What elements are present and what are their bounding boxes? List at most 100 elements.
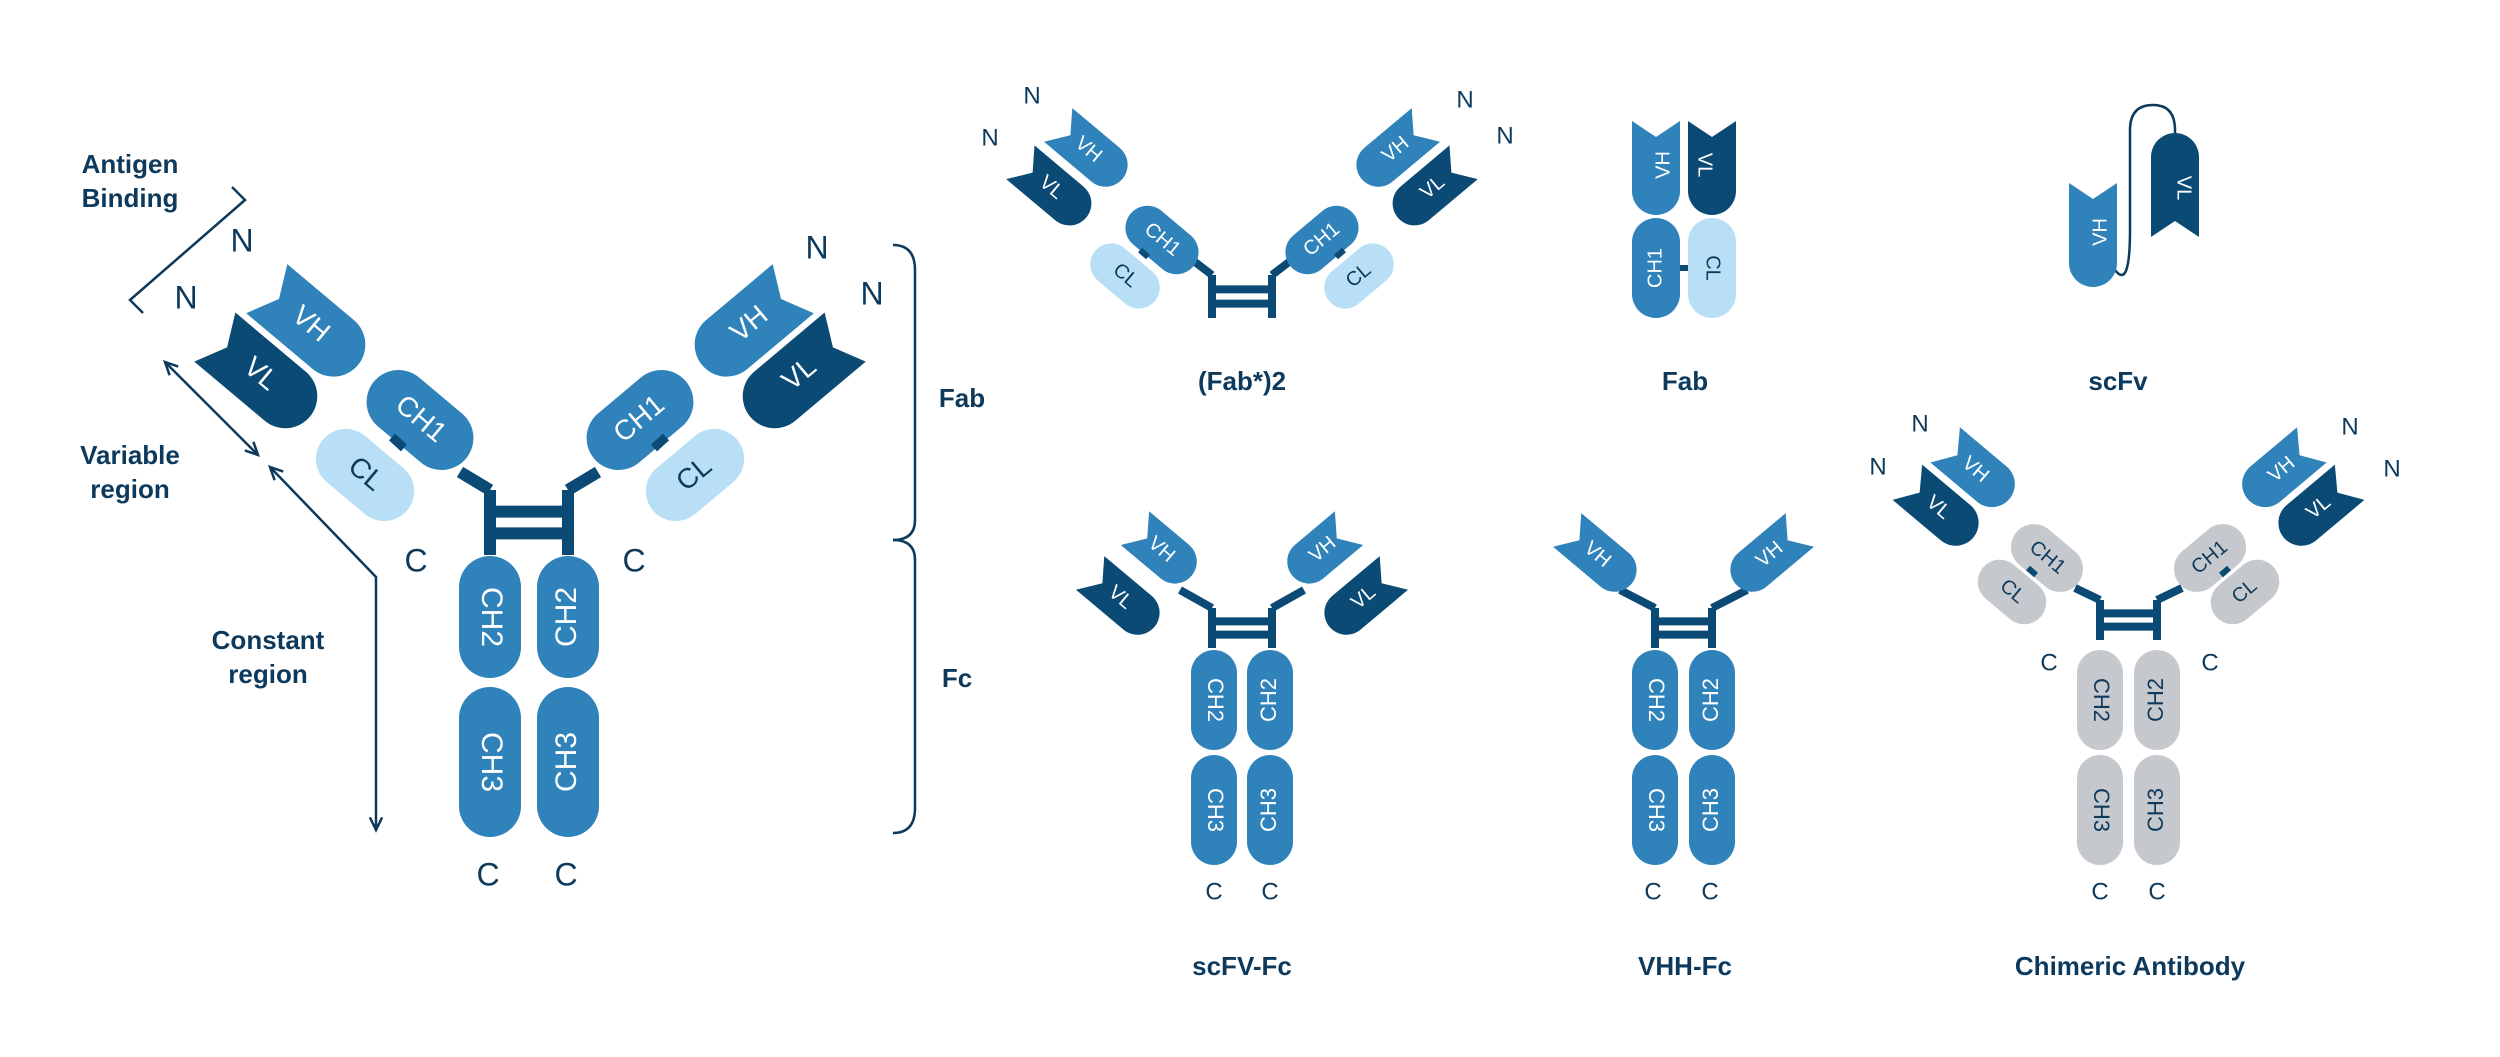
main-n-vl-right: N (860, 275, 883, 311)
fab-ch1-shape (1632, 218, 1680, 318)
main-ch2-left-shape (459, 556, 521, 678)
fab-cl: CL (1688, 218, 1736, 318)
fab2-n-3: N (1456, 86, 1473, 113)
fc-label: Fc (942, 663, 972, 693)
scfvfc-ch2-right: CH2 (1247, 650, 1293, 750)
chim-n-4: N (2383, 455, 2400, 482)
vhhfc-ch2-left: CH2 (1632, 650, 1678, 750)
main-c-fc-left: C (476, 856, 499, 892)
chim-ch3-right: CH3 (2134, 755, 2180, 865)
fab-label: Fab (939, 383, 985, 413)
constant-region-arrow (269, 466, 378, 830)
chim-c-fc-left: C (2091, 878, 2108, 905)
chim-ch3-right-shape (2134, 755, 2180, 865)
scfvfc-vl-right-shape (1324, 556, 1409, 635)
variable-region-label-line2: region (90, 474, 169, 504)
main-vh-left: VH (246, 264, 366, 377)
vhhfc-vh-right-shape (1730, 513, 1815, 592)
fab-vl-label: VL (1694, 153, 1716, 177)
main-ch3-left-shape (459, 687, 521, 837)
scfvfc-vh-left-shape (1120, 511, 1197, 584)
fab-vh-label: VH (1652, 151, 1674, 179)
main-ch3-left: CH3 (459, 687, 521, 837)
scfv-vh-shape (2069, 183, 2117, 287)
variable-region-label-line1: Variable (80, 440, 180, 470)
main-disulfide-left (388, 433, 408, 452)
chim-c-left: C (2040, 649, 2057, 676)
vhhfc-ch2-left-label: CH2 (1644, 678, 1669, 722)
vhhfc-arm-left (1618, 586, 1657, 612)
chim-n-3: N (2341, 413, 2358, 440)
fab2-cl-right: CL (1324, 243, 1394, 309)
scfvfc-arm-left (1178, 586, 1214, 612)
chim-ch3-right-label: CH3 (2143, 788, 2168, 832)
chim-ch1-right-shape (2174, 524, 2246, 592)
chim-cl-left: CL (1977, 559, 2047, 625)
constant-region-arrow-head-top (267, 464, 284, 481)
main-vl-right: VL (742, 312, 866, 429)
vhhfc-format-label: VHH-Fc (1638, 951, 1732, 981)
main-cl-right-shape (645, 428, 745, 522)
fab2-cl-left: CL (1090, 243, 1160, 309)
chim-arm-left (2073, 584, 2102, 604)
chim-vl-right-shape (2278, 464, 2365, 546)
constant-region-arrow-head-bottom (368, 816, 384, 833)
chim-ch1-left-shape (2011, 524, 2083, 592)
chim-cl-right-shape (2210, 559, 2280, 625)
vhhfc-ch3-right-label: CH3 (1698, 788, 1723, 832)
main-vh-left-shape (246, 264, 366, 377)
antigen-binding-bracket (128, 186, 247, 314)
fab2-cl-right-shape (1324, 243, 1394, 309)
fab2-ch1-right-shape (1285, 205, 1359, 275)
vhhfc-ch2-right: CH2 (1689, 650, 1735, 750)
fab2-ch1-left-shape (1125, 205, 1199, 275)
chim-ch3-left-shape (2077, 755, 2123, 865)
scfvfc-vl-right: VL (1324, 556, 1409, 635)
main-n-vh-right: N (805, 229, 828, 265)
main-n-vl-left: N (174, 279, 197, 315)
main-vh-right-shape (694, 264, 814, 377)
chim-vh-left-shape (1930, 427, 2015, 508)
chimeric-format-label: Chimeric Antibody (2015, 951, 2246, 981)
chim-ch2-right-shape (2134, 650, 2180, 750)
scfvfc-format-label: scFV-Fc (1192, 951, 1292, 981)
scfvfc-vh-right: VH (1287, 511, 1364, 584)
fab2-cl-left-shape (1090, 243, 1160, 309)
vhhfc-ch3-right: CH3 (1689, 755, 1735, 865)
fab2-arm-left (1192, 258, 1215, 279)
scfvfc-arm-right (1270, 586, 1306, 612)
fab-ch1-label: CH1 (1644, 248, 1666, 288)
scfvfc-ch2-left-shape (1191, 650, 1237, 750)
fab-vh-shape (1632, 121, 1680, 215)
chim-cl-right: CL (2210, 559, 2280, 625)
chim-hinge (2096, 600, 2161, 640)
fab2-vl-right: VL (1392, 145, 1478, 226)
chim-c-fc-right: C (2148, 878, 2165, 905)
constant-region-label-line2: region (228, 659, 307, 689)
variable-region-arrow (164, 361, 259, 456)
fab-vl: VL (1688, 121, 1736, 215)
vhhfc-ch2-left-shape (1632, 650, 1678, 750)
vhhfc-hinge (1651, 608, 1716, 648)
main-ch3-right-shape (537, 687, 599, 837)
fab-brace (892, 243, 917, 542)
antigen-binding-label-line2: Binding (82, 183, 179, 213)
chim-disulfide-right (2219, 565, 2231, 578)
main-ch2-right: CH2 (537, 556, 599, 678)
antigen-binding-label-line1: Antigen (82, 149, 179, 179)
main-vl-left: VL (194, 312, 318, 429)
fab-vh: VH (1632, 121, 1680, 215)
fab2-vh-right-shape (1356, 108, 1441, 187)
main-c-right: C (622, 542, 645, 578)
scfvfc-ch3-right-label: CH3 (1256, 788, 1281, 832)
scfvfc-c-left: C (1205, 878, 1222, 905)
vhhfc-vh-left: VH (1552, 513, 1637, 592)
fab2-hinge (1208, 275, 1276, 318)
fab2-arm-right (1269, 258, 1292, 279)
fab2-vl-left: VL (1006, 145, 1092, 226)
fab2-n-1: N (1023, 82, 1040, 109)
scfvfc-c-right: C (1261, 878, 1278, 905)
main-ch1-left: CH1 (366, 370, 474, 470)
fab2-n-4: N (1496, 122, 1513, 149)
